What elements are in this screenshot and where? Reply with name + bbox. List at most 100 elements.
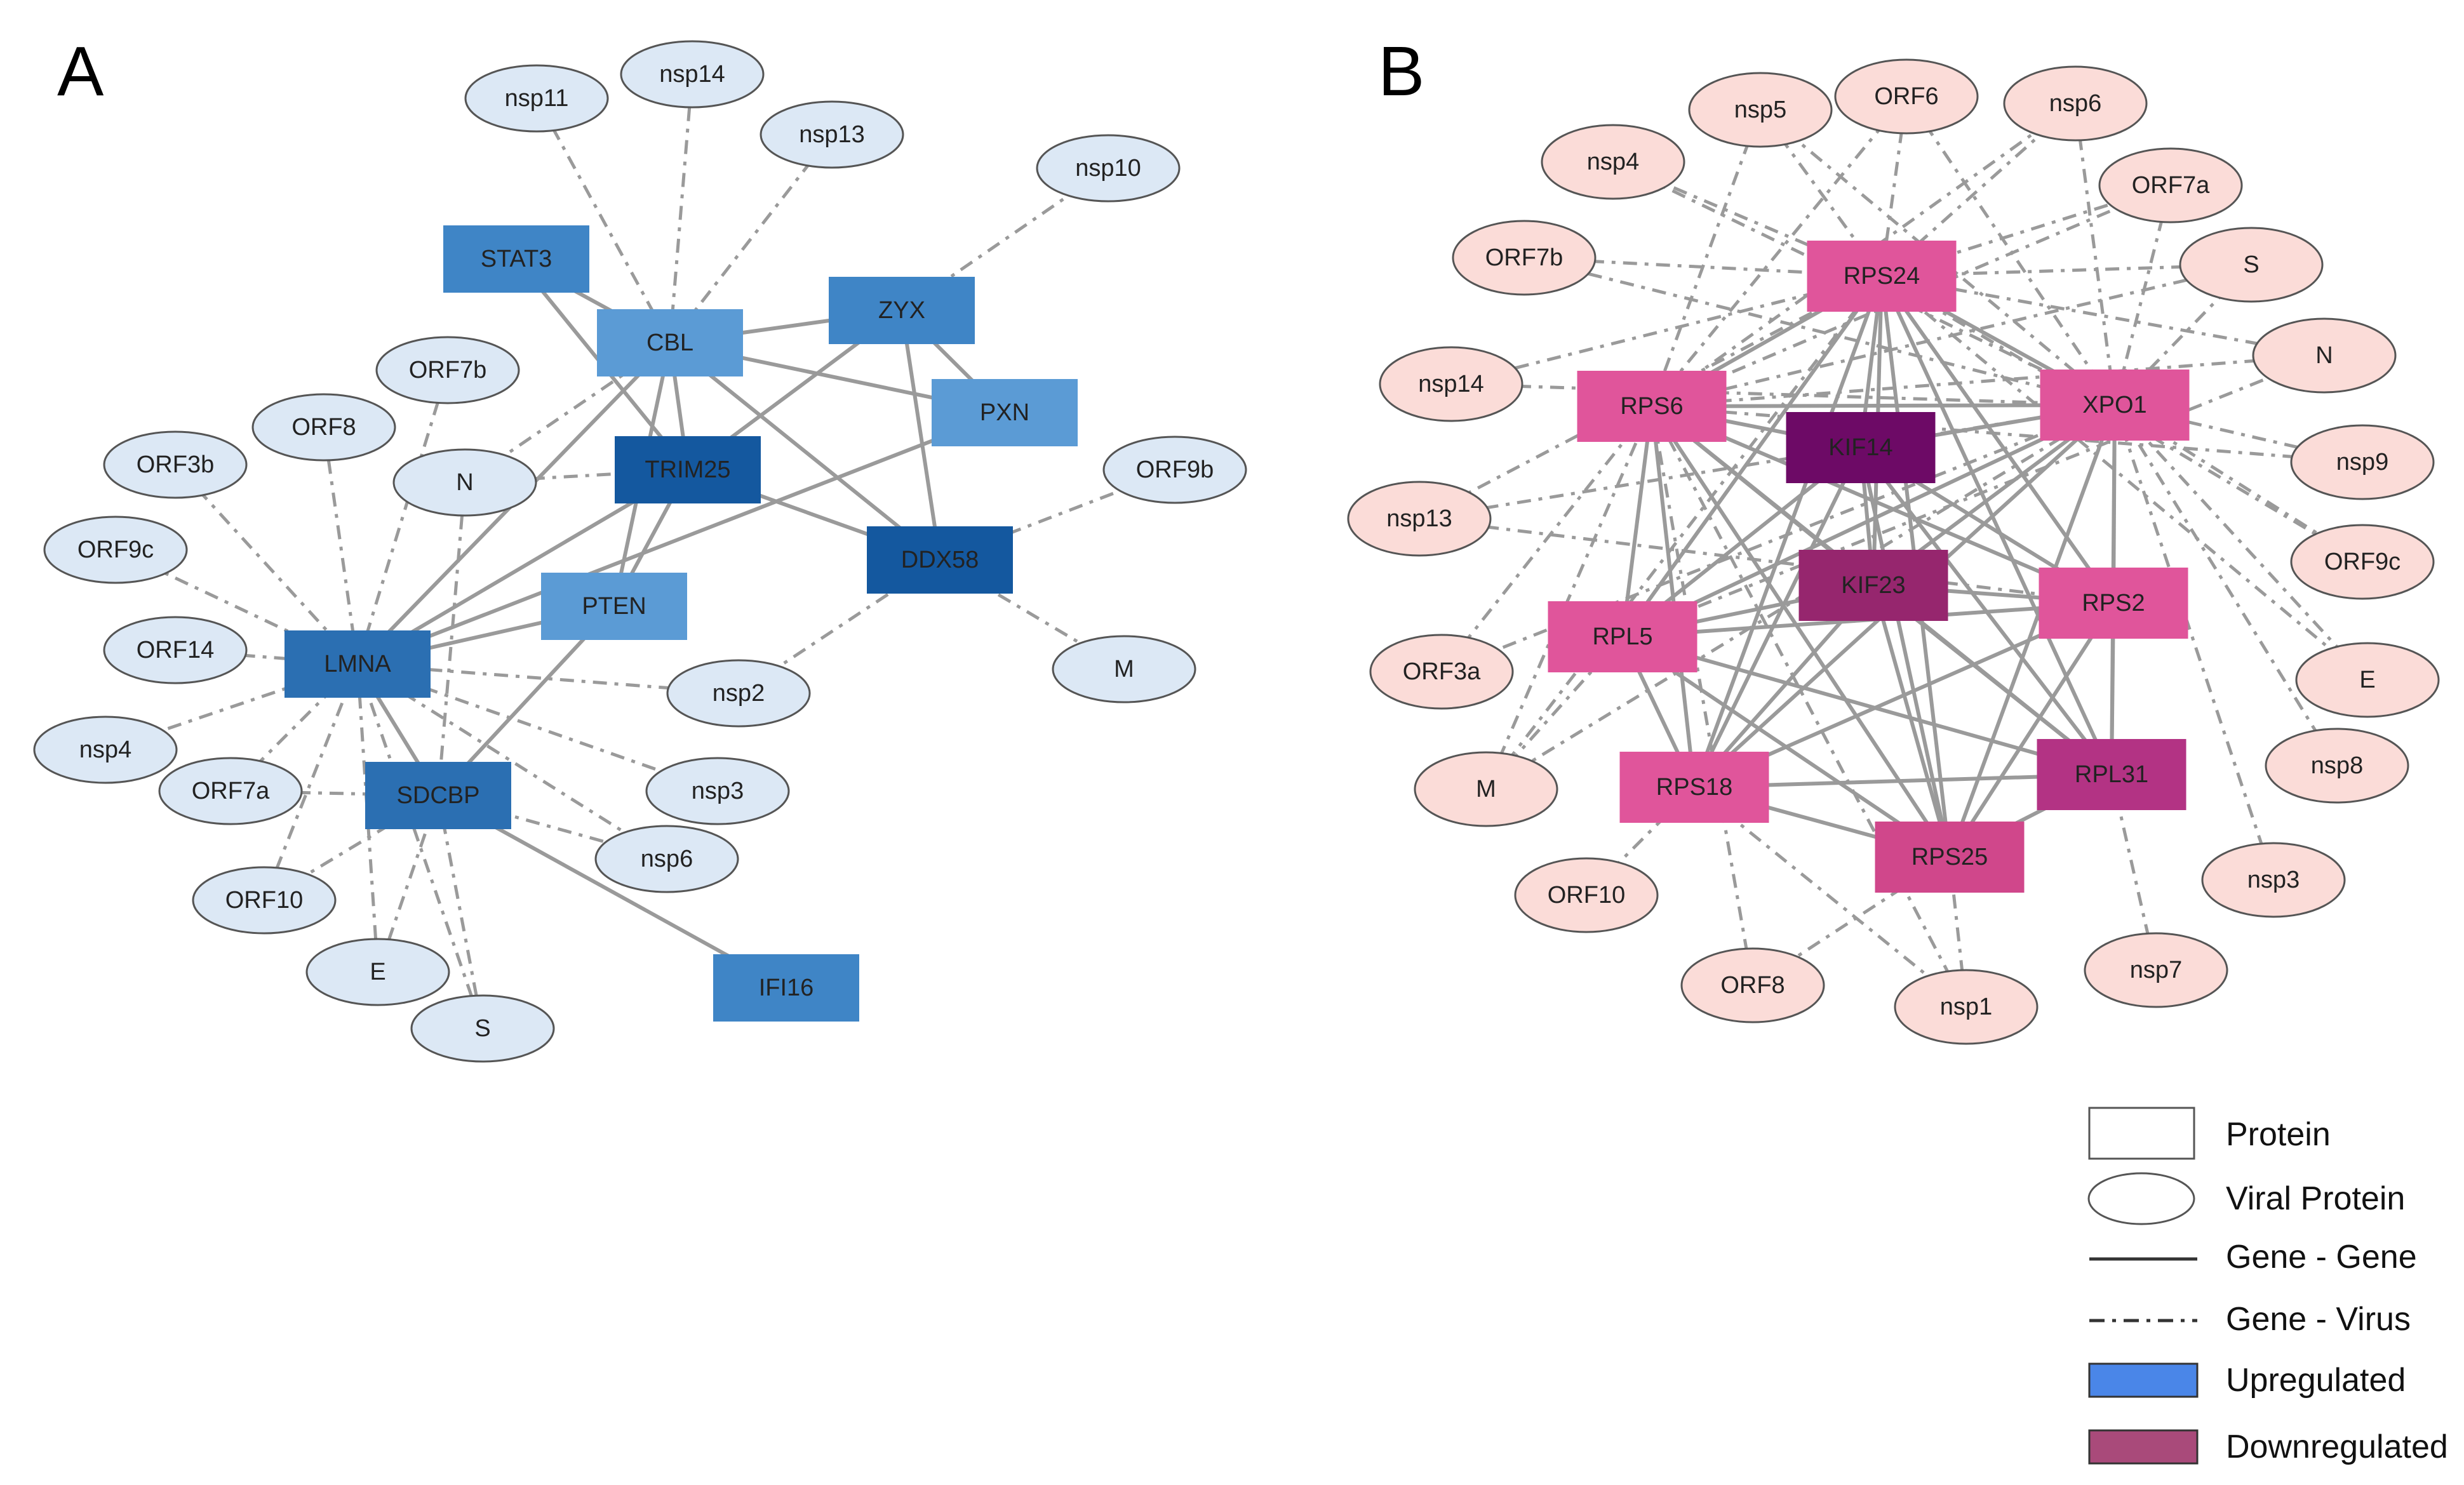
panel-b-edge-e-xpo1 (2113, 404, 2369, 681)
viral-node-label: M (1114, 656, 1134, 683)
panel-b-protein-node-rps18: RPS18 (1619, 752, 1769, 823)
panel-a-edge-s-sdcbp (436, 795, 485, 1029)
viral-node-label: nsp14 (659, 61, 725, 88)
legend-up-label: Upregulated (2226, 1362, 2406, 1399)
panel-a-viral-node-n: N (392, 448, 537, 517)
panel-a-edge-orf14-lmna (175, 648, 358, 666)
protein-node-shape (285, 630, 431, 698)
panel-b-viral-node-nsp7: nsp7 (2084, 932, 2228, 1008)
protein-node-shape (1875, 822, 2025, 893)
viral-node-shape (1894, 969, 2039, 1045)
viral-node-shape (464, 64, 609, 133)
panel-b-protein-node-kif23: KIF23 (1798, 550, 1948, 621)
legend-protein-label: Protein (2226, 1116, 2331, 1153)
panel-a-viral-node-orf3b: ORF3b (103, 430, 248, 499)
viral-node-shape (103, 430, 248, 499)
protein-node-label: PXN (980, 399, 1029, 426)
protein-node-label: XPO1 (2082, 392, 2146, 418)
protein-node-shape (1807, 241, 1957, 312)
panel-b-viral-node-orf8: ORF8 (1680, 947, 1825, 1023)
panel-a-viral-node-orf14: ORF14 (103, 616, 248, 684)
panel-b-edge-m-rps6 (1484, 406, 1654, 790)
protein-node-shape (2040, 370, 2190, 441)
viral-node-shape (1414, 751, 1558, 827)
viral-node-shape (2290, 424, 2435, 500)
viral-node-shape (103, 616, 248, 684)
legend-down-label: Downregulated (2226, 1428, 2448, 1465)
legend-gene-virus-label: Gene - Virus (2226, 1301, 2411, 1338)
viral-node-shape (666, 659, 811, 728)
viral-node-label: nsp4 (79, 736, 131, 763)
viral-node-label: nsp6 (2049, 90, 2101, 117)
viral-node-label: nsp7 (2130, 957, 2182, 983)
legend-protein-swatch (2088, 1107, 2195, 1160)
panel-a-protein-node-zyx: ZYX (829, 277, 975, 344)
legend-down: Downregulated (2088, 1428, 2448, 1465)
panel-a-edge-pxn-lmna (356, 411, 1006, 666)
viral-node-label: ORF9c (77, 536, 154, 563)
panel-a-protein-node-trim25: TRIM25 (615, 436, 761, 503)
viral-node-label: ORF6 (1874, 83, 1938, 110)
panel-a-edge-orf3b-lmna (174, 463, 359, 665)
panel-a-viral-node-orf9b: ORF9b (1102, 436, 1247, 504)
viral-node-shape (392, 448, 537, 517)
panel-b-edge-rpl5-rps25 (1621, 635, 1951, 859)
panel-b-edge-orf9c-rps24 (1880, 274, 2364, 564)
legend-down-swatch (2088, 1429, 2199, 1465)
protein-node-label: RPS18 (1656, 774, 1732, 801)
viral-node-label: nsp11 (505, 85, 569, 112)
protein-node-label: KIF23 (1841, 572, 1905, 599)
panel-b-edge-rps24-rps2 (1880, 275, 2115, 604)
panel-a-edge-n-sdcbp (436, 482, 467, 796)
viral-node-shape (1688, 72, 1833, 148)
protein-node-shape (932, 379, 1078, 446)
panel-a-viral-node-nsp6: nsp6 (594, 825, 739, 893)
viral-node-label: nsp3 (692, 778, 744, 804)
panel-b-viral-node-e: E (2295, 642, 2440, 718)
panel-a-protein-node-ddx58: DDX58 (867, 526, 1013, 594)
panel-b-edge-xpo1-rps25 (1948, 404, 2117, 858)
panel-a-viral-node-nsp2: nsp2 (666, 659, 811, 728)
panel-b-edge-nsp6-rps6 (1650, 102, 2077, 408)
panel-a-viral-node-nsp3: nsp3 (645, 757, 790, 825)
panel-label-a: A (57, 32, 104, 110)
legend-viral-label: Viral Protein (2226, 1180, 2405, 1217)
panel-a-edge-nsp13-cbl (669, 133, 833, 344)
viral-node-shape (410, 994, 555, 1063)
viral-node-label: nsp14 (1418, 371, 1484, 397)
panel-b-protein-node-rps6: RPS6 (1577, 371, 1727, 442)
panel-a-viral-node-e: E (305, 938, 450, 1006)
panel-b-edge-m-rps24 (1485, 275, 1883, 790)
protein-node-label: RPL5 (1592, 623, 1652, 650)
viral-node-label: E (2359, 667, 2375, 693)
panel-b-edge-nsp13-rps24 (1418, 274, 1883, 521)
viral-node-label: nsp5 (1734, 97, 1786, 123)
panel-a-protein-node-lmna: LMNA (285, 630, 431, 698)
panel-b-edge-rps24-rpl31 (1880, 275, 2113, 776)
panel-b-edge-kif14-rps25 (1859, 447, 1952, 858)
panel-b-edge-orf7b-xpo1 (1523, 256, 2115, 407)
panel-a-viral-node-orf8: ORF8 (251, 393, 396, 462)
panel-b-viral-node-orf9c: ORF9c (2290, 524, 2435, 600)
legend-gene-gene: Gene - Gene (2089, 1239, 2417, 1275)
legend-protein: Protein (2088, 1107, 2331, 1160)
panel-b-viral-node-nsp9: nsp9 (2290, 424, 2435, 500)
panel-b-viral-node-nsp1: nsp1 (1894, 969, 2039, 1045)
protein-node-shape (443, 225, 589, 293)
viral-node-label: S (2243, 251, 2259, 278)
protein-node-label: CBL (646, 330, 693, 356)
protein-node-shape (713, 954, 859, 1022)
panel-b-protein-node-rpl5: RPL5 (1548, 601, 1697, 672)
panel-b-protein-node-rps25: RPS25 (1875, 822, 2025, 893)
panel-a-edge-nsp11-cbl (535, 97, 672, 344)
protein-node-shape (829, 277, 975, 344)
viral-node-shape (2290, 524, 2435, 600)
viral-node-shape (1102, 436, 1247, 504)
viral-node-shape (1036, 134, 1181, 203)
panel-b-protein-node-kif14: KIF14 (1786, 412, 1936, 483)
viral-node-shape (2084, 932, 2228, 1008)
viral-node-shape (43, 516, 188, 584)
viral-node-label: ORF7b (1485, 244, 1563, 271)
viral-node-label: E (370, 959, 385, 985)
